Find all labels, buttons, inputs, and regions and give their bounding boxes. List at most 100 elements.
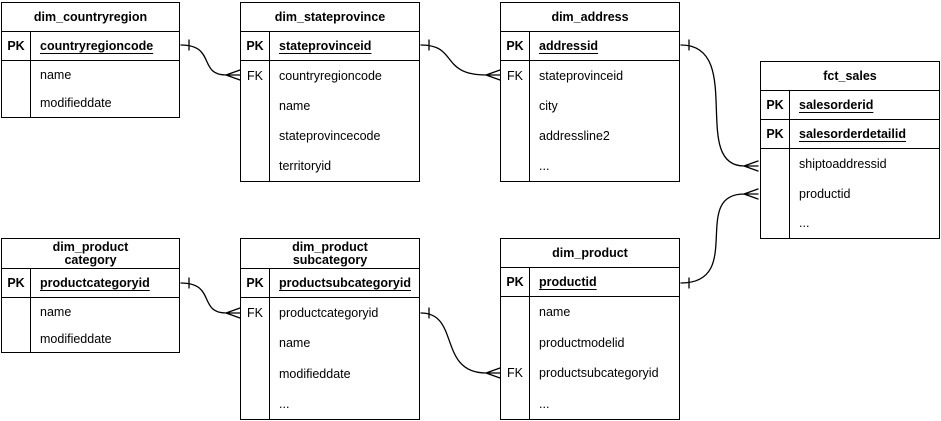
column-row: modifieddate	[241, 358, 419, 389]
connector-product-fctsales[interactable]	[680, 188, 759, 289]
fk-badge: FK	[241, 298, 270, 329]
column-name: ...	[539, 396, 550, 411]
key-cell	[761, 208, 790, 239]
column-row: ...	[501, 151, 679, 181]
column-row: FK productcategoryid	[241, 298, 419, 329]
column-name: territoryid	[279, 159, 332, 173]
column-name: countryregioncode	[279, 69, 382, 83]
column-row: PK productcategoryid	[2, 269, 179, 298]
key-cell	[501, 121, 530, 151]
column-name: productsubcategoryid	[279, 276, 411, 290]
column-name: salesorderid	[799, 98, 874, 112]
column-name: productmodelid	[539, 335, 625, 350]
key-cell	[241, 91, 270, 121]
column-name: productsubcategoryid	[539, 366, 659, 381]
pk-badge: PK	[501, 268, 530, 296]
column-row: PK salesorderid	[761, 91, 939, 120]
key-cell	[241, 151, 270, 181]
key-cell	[241, 388, 270, 419]
entity-dim-address[interactable]: dim_address PK addressid FK stateprovinc…	[500, 2, 680, 182]
fk-badge: FK	[501, 358, 530, 389]
column-name: stateprovinceid	[279, 39, 372, 53]
column-name: productid	[539, 275, 597, 289]
entity-title-text: category	[64, 252, 117, 267]
column-row: stateprovincecode	[241, 121, 419, 151]
fk-badge: FK	[241, 61, 270, 91]
column-name: productcategoryid	[279, 306, 379, 321]
entity-dim-product[interactable]: dim_product PK productid name productmod…	[500, 238, 680, 420]
column-name: stateprovincecode	[279, 129, 381, 143]
column-row: FK productsubcategoryid	[501, 358, 679, 389]
connector-stateprovince-address[interactable]	[420, 39, 501, 81]
entity-title-text: dim_address	[551, 9, 629, 24]
entity-title-text: dim_product	[52, 239, 129, 254]
entity-title-text: dim_product	[552, 245, 628, 260]
column-name: modifieddate	[40, 331, 112, 346]
column-row: city	[501, 91, 679, 121]
key-cell	[501, 327, 530, 358]
key-cell	[2, 61, 31, 89]
key-cell	[2, 298, 31, 325]
column-name: name	[539, 305, 571, 320]
column-row: ...	[501, 388, 679, 419]
pk-badge: PK	[241, 32, 270, 60]
column-row: shiptoaddressid	[761, 149, 939, 179]
column-row: PK productid	[501, 268, 679, 297]
column-name: addressline2	[539, 129, 610, 143]
entity-title-text: dim_product	[292, 239, 368, 254]
pk-badge: PK	[2, 269, 31, 297]
entity-dim-productsubcategory[interactable]: dim_product subcategory PK productsubcat…	[240, 238, 420, 420]
column-row: FK countryregioncode	[241, 61, 419, 91]
entity-title: dim_stateprovince	[241, 3, 419, 32]
column-row: PK productsubcategoryid	[241, 269, 419, 298]
column-row: name	[2, 61, 179, 89]
column-row: name	[2, 298, 179, 325]
column-row: ...	[241, 388, 419, 419]
connector-subcategory-product[interactable]	[420, 307, 501, 379]
column-name: city	[539, 99, 558, 113]
column-row: PK stateprovinceid	[241, 32, 419, 61]
entity-fct-sales[interactable]: fct_sales PK salesorderid PK salesorderd…	[760, 61, 940, 239]
column-name: salesorderdetailid	[799, 127, 906, 141]
key-cell	[501, 297, 530, 328]
pk-badge: PK	[761, 120, 790, 148]
column-name: stateprovinceid	[539, 69, 624, 83]
column-row: productmodelid	[501, 327, 679, 358]
connector-address-fctsales[interactable]	[680, 39, 759, 172]
entity-dim-productcategory[interactable]: dim_product category PK productcategoryi…	[1, 238, 180, 353]
entity-title: dim_product	[501, 239, 679, 268]
pk-badge: PK	[2, 32, 31, 60]
key-cell	[501, 151, 530, 181]
column-row: FK stateprovinceid	[501, 61, 679, 91]
column-name: ...	[539, 159, 550, 173]
column-row: PK countryregioncode	[2, 32, 179, 61]
entity-title: dim_address	[501, 3, 679, 32]
column-row: productid	[761, 178, 939, 209]
entity-title-text: dim_stateprovince	[274, 9, 386, 24]
column-name: productid	[799, 186, 851, 201]
entity-title: dim_product category	[2, 239, 179, 269]
key-cell	[241, 358, 270, 389]
key-cell	[501, 91, 530, 121]
column-row: name	[241, 91, 419, 121]
column-name: name	[40, 68, 72, 82]
entity-title-text: fct_sales	[823, 68, 877, 83]
column-name: modifieddate	[279, 366, 351, 381]
connector-category-subcategory[interactable]	[180, 277, 241, 319]
entity-title-text: dim_countryregion	[33, 9, 148, 24]
column-name: addressid	[539, 39, 599, 53]
pk-badge: PK	[241, 269, 270, 297]
column-row: addressline2	[501, 121, 679, 151]
column-row: ...	[761, 208, 939, 239]
column-name: ...	[279, 396, 290, 411]
column-name: countryregioncode	[40, 39, 154, 53]
connector-countryregion-stateprovince[interactable]	[180, 39, 241, 81]
entity-dim-countryregion[interactable]: dim_countryregion PK countryregioncode n…	[1, 2, 180, 118]
entity-dim-stateprovince[interactable]: dim_stateprovince PK stateprovinceid FK …	[240, 2, 420, 182]
column-name: name	[40, 304, 72, 319]
key-cell	[241, 121, 270, 151]
column-row: name	[241, 328, 419, 359]
key-cell	[241, 328, 270, 359]
